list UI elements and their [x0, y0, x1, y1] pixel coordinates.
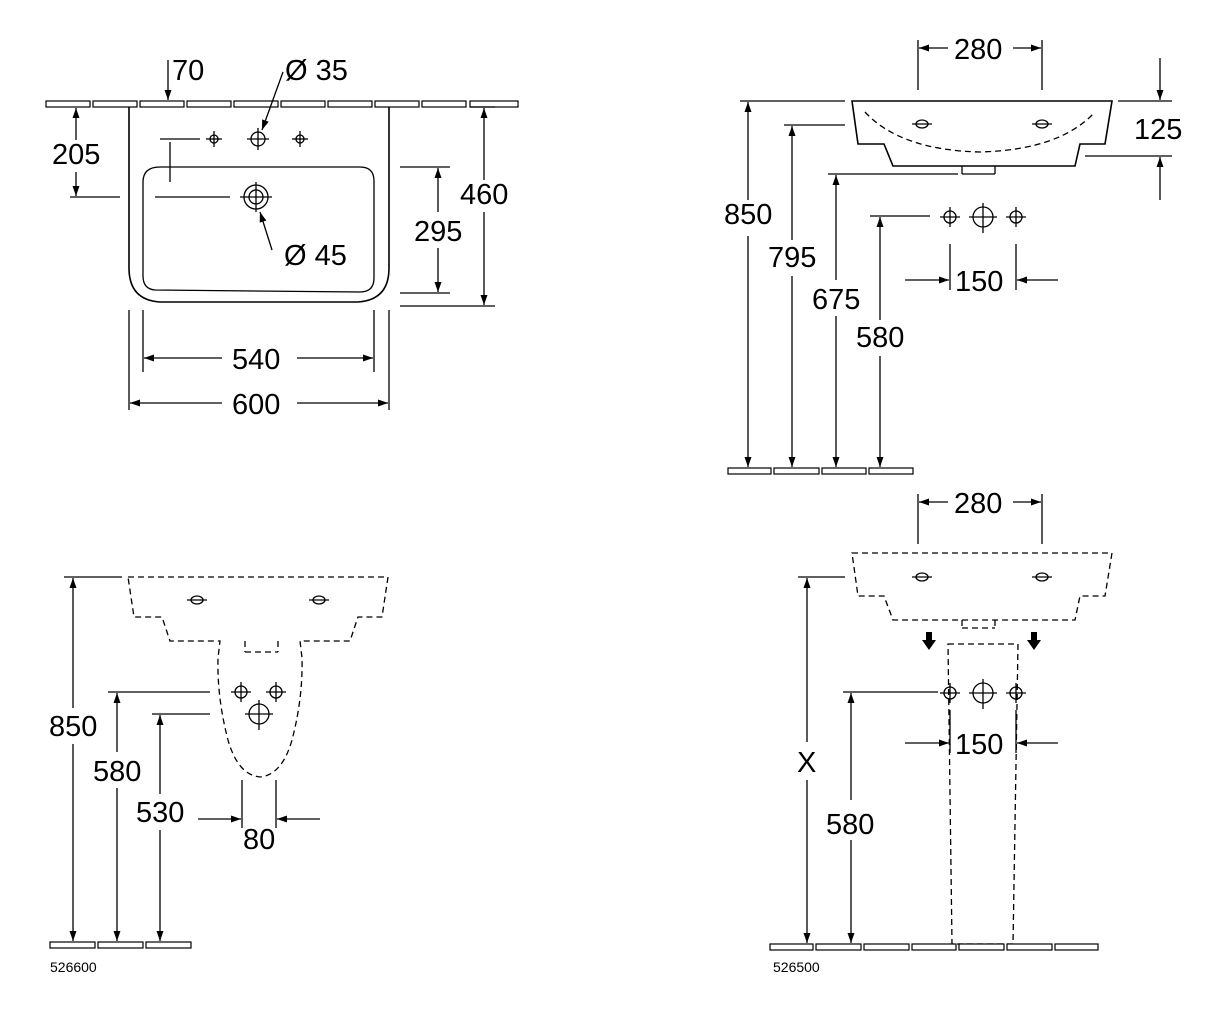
label-dia45: Ø 45 — [284, 240, 347, 272]
half-pedestal-view: 850 580 530 80 526600 — [49, 576, 389, 975]
tap-hole-right-icon — [1032, 572, 1052, 582]
label-795: 795 — [768, 242, 816, 274]
label-150: 150 — [955, 266, 1003, 298]
label-600: 600 — [232, 389, 280, 421]
floor-strip — [769, 943, 1099, 951]
floor-strip — [49, 941, 192, 949]
label-80: 80 — [243, 824, 275, 856]
tap-hole-right-icon — [292, 131, 308, 147]
tap-hole-center-icon — [247, 128, 269, 150]
label-675: 675 — [812, 284, 860, 316]
label-70: 70 — [172, 55, 204, 87]
tap-hole-right-icon — [309, 595, 329, 605]
down-arrow-right-icon — [1027, 632, 1041, 650]
label-205: 205 — [52, 139, 100, 171]
label-580: 580 — [93, 756, 141, 788]
supply-right-icon — [1006, 683, 1026, 703]
tap-hole-left-icon — [187, 595, 207, 605]
supply-right-icon — [1006, 207, 1026, 227]
waste-icon — [245, 700, 273, 730]
basin-profile — [851, 100, 1113, 167]
label-125: 125 — [1134, 114, 1182, 146]
tap-hole-left-icon — [912, 572, 932, 582]
tap-hole-left-icon — [912, 119, 932, 129]
bowl-outline — [142, 166, 375, 293]
label-530: 530 — [136, 797, 184, 829]
label-x: X — [797, 747, 816, 779]
label-850: 850 — [724, 199, 772, 231]
tap-hole-left-icon — [206, 131, 222, 147]
supply-left-icon — [940, 207, 960, 227]
drain-icon — [240, 182, 272, 212]
label-280: 280 — [954, 488, 1002, 520]
label-dia35: Ø 35 — [285, 55, 348, 87]
wall-strip — [45, 100, 519, 108]
basin-outline — [128, 107, 390, 303]
waste-icon — [969, 203, 997, 233]
label-280: 280 — [954, 34, 1002, 66]
supply-left-icon — [231, 682, 251, 702]
label-150: 150 — [955, 729, 1003, 761]
waste-icon — [969, 679, 997, 709]
supply-left-icon — [940, 683, 960, 703]
label-850: 850 — [49, 711, 97, 743]
side-view: 280 125 850 — [724, 34, 1182, 475]
full-pedestal-view: 280 — [769, 488, 1113, 975]
product-code: 526500 — [773, 959, 820, 975]
label-580: 580 — [856, 322, 904, 354]
floor-strip — [727, 467, 914, 475]
down-arrow-left-icon — [922, 632, 936, 650]
product-code: 526600 — [50, 959, 97, 975]
label-295: 295 — [414, 216, 462, 248]
top-view: 70 Ø 35 205 460 295 Ø 45 540 — [45, 55, 519, 421]
supply-right-icon — [266, 682, 286, 702]
tap-hole-right-icon — [1032, 119, 1052, 129]
label-460: 460 — [460, 179, 508, 211]
label-580: 580 — [826, 809, 874, 841]
label-540: 540 — [232, 344, 280, 376]
